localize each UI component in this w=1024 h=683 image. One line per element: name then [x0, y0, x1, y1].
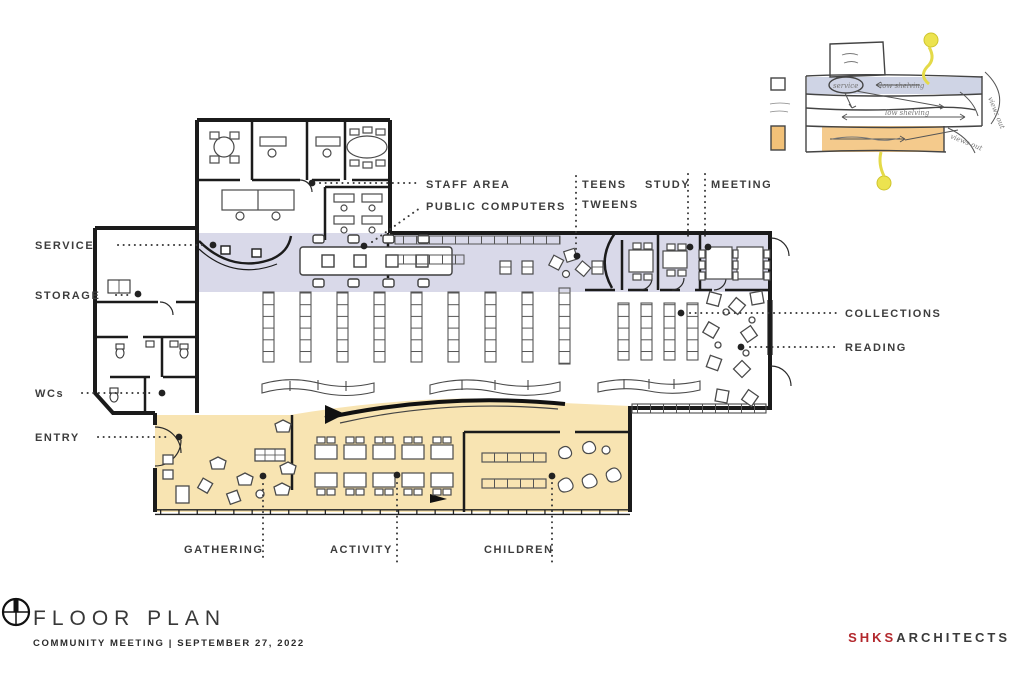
children-furniture — [481, 440, 622, 493]
brand-name-secondary: ARCHITECTS — [896, 630, 1010, 645]
label-public-computers: PUBLIC COMPUTERS — [426, 201, 566, 213]
label-staff-area: STAFF AREA — [426, 179, 510, 191]
glazing-bottom-wall — [155, 509, 630, 516]
brand-wordmark: SHKSARCHITECTS — [848, 630, 1010, 645]
sketch-yellow-highlights — [876, 32, 939, 191]
sheet-title: FLOOR PLAN — [33, 607, 227, 630]
label-collections: COLLECTIONS — [845, 308, 941, 320]
study-meeting-furniture — [628, 242, 771, 281]
reading-furniture — [701, 290, 765, 408]
label-reading: READING — [845, 342, 907, 354]
teens-furniture — [499, 247, 604, 279]
callout-labels: STAFF AREA PUBLIC COMPUTERS TEENS TWEENS… — [35, 179, 941, 556]
service-desk — [198, 235, 293, 271]
gathering-furniture — [162, 419, 297, 506]
sketch-note-low-shelving-mid: low shelving — [885, 109, 930, 117]
label-entry: ENTRY — [35, 432, 80, 444]
label-service: SERVICE — [35, 240, 94, 252]
label-meeting: MEETING — [711, 179, 772, 191]
sketch-note-low-shelving-upper: low shelving — [880, 82, 925, 90]
low-curved-shelving — [261, 379, 767, 414]
label-children: CHILDREN — [484, 544, 554, 556]
activity-tables — [314, 436, 454, 496]
sheet-subtitle: COMMUNITY MEETING | SEPTEMBER 27, 2022 — [33, 638, 305, 649]
service-band-shelving — [394, 235, 561, 265]
callout-dots — [134, 179, 745, 480]
label-wcs: WCs — [35, 388, 64, 400]
callout-leaders — [81, 173, 837, 563]
label-activity: ACTIVITY — [330, 544, 393, 556]
concept-sketch: service low shelving low shelving views … — [769, 32, 1006, 191]
exterior-walls — [93, 118, 772, 512]
staff-wing-furniture — [209, 126, 388, 234]
sketch-note-service: service — [833, 82, 858, 90]
public-computer-table — [299, 234, 453, 288]
label-study: STUDY — [645, 179, 690, 191]
architect-logo-icon — [1, 597, 31, 627]
label-gathering: GATHERING — [184, 544, 264, 556]
label-tweens: TWEENS — [582, 199, 639, 211]
curved-wall — [324, 398, 566, 503]
label-storage: STORAGE — [35, 290, 100, 302]
wc-fixtures — [107, 279, 189, 403]
sketch-note-views-out-lower: views out — [949, 132, 983, 152]
sketch-arrows — [830, 71, 1001, 154]
glazing-right-wall — [767, 300, 773, 355]
label-teens: TEENS — [582, 179, 627, 191]
sketch-note-views-out-right: views out — [986, 96, 1006, 130]
title-block: FLOOR PLAN COMMUNITY MEETING | SEPTEMBER… — [33, 607, 305, 649]
collections-shelving — [262, 287, 699, 365]
brand-name-primary: SHKS — [848, 630, 897, 645]
